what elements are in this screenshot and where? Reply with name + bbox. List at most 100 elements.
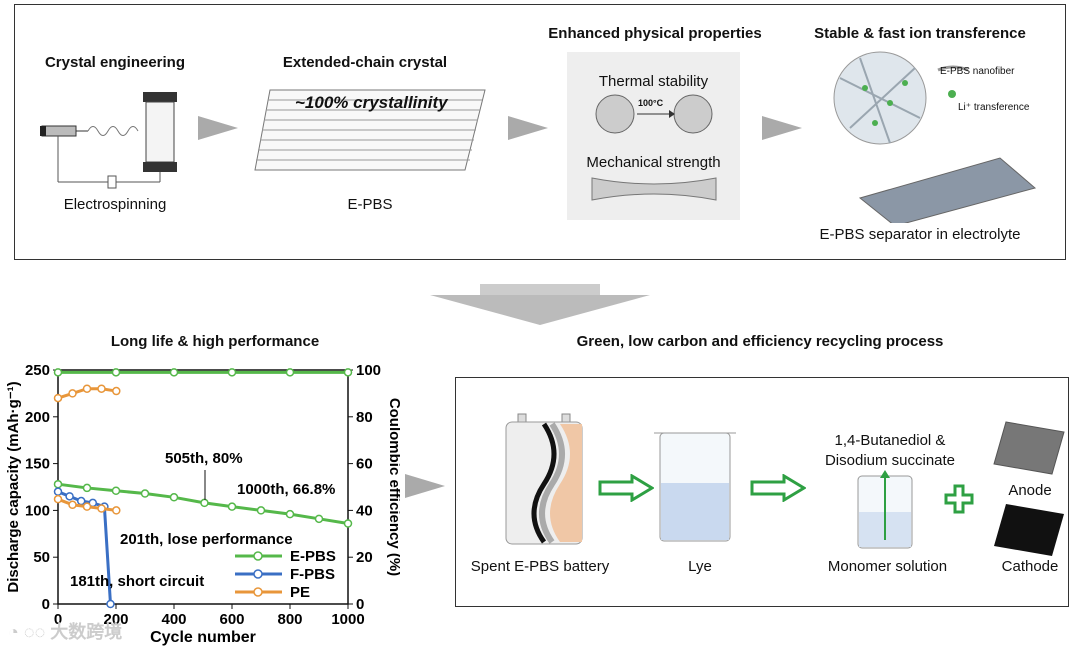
y-tick-label: 250 [25,362,50,379]
x-axis-label: Cycle number [150,629,256,646]
data-point [82,483,92,493]
spent-battery-illustration [505,413,583,545]
watermark-icon: ◔ ◌◌ [8,622,51,642]
anode-illustration [993,421,1065,475]
annotation: 181th, short circuit [70,573,204,590]
y2-tick-label: 100 [356,362,381,379]
data-point [227,502,237,511]
long-life-title: Long life & high performance [110,333,320,350]
gray-arrow-3 [762,116,802,140]
legend-marker [253,569,263,579]
thermal-stability-label: Thermal stability [598,73,709,90]
y2-axis-label: Coulombic efficiency (%) [386,398,400,576]
temperature-label: 100°C [638,98,664,108]
y-tick-label: 0 [42,596,50,613]
data-point [285,368,295,377]
extended-chain-title: Extended-chain crystal [282,54,448,71]
data-point [53,393,63,403]
thermal-stability-illustration [595,94,713,134]
data-point [227,368,237,377]
green-arrow-2 [750,474,806,502]
data-point [169,368,179,377]
data-point [169,493,179,502]
crystal-engineering-title: Crystal engineering [44,54,186,71]
y-tick-label: 200 [25,409,50,426]
y2-tick-label: 40 [356,502,373,519]
data-point [97,504,106,513]
y2-tick-label: 0 [356,596,364,613]
data-point [76,496,86,506]
separator-label: E-PBS separator in electrolyte [819,226,1021,243]
data-point [343,519,353,528]
separator-illustration [833,51,1037,223]
legend-label: PE [290,584,310,601]
nanofiber-label: E-PBS nanofiber [940,66,1015,77]
monomer-beaker-illustration [857,470,913,549]
gray-arrow-4 [405,474,445,498]
annotation: 201th, lose performance [120,531,293,548]
legend-marker [253,587,263,597]
mechanical-strength-label: Mechanical strength [586,154,721,171]
lye-beaker-illustration [654,432,736,542]
recycling-title: Green, low carbon and efficiency recycli… [576,333,944,350]
legend-marker [253,551,263,561]
lye-label: Lye [688,558,712,575]
y-tick-label: 50 [33,549,50,566]
enhanced-properties-title: Enhanced physical properties [548,25,762,42]
monomer-label: Monomer solution [827,558,948,575]
annotation: 1000th, 66.8% [237,481,335,498]
mechanical-strength-illustration [591,177,717,201]
data-point [111,486,121,495]
down-arrow-head [430,295,650,325]
data-point [112,506,121,515]
data-point [53,494,63,504]
data-point [68,389,77,398]
watermark-logo: ◔ ◌◌ 大数跨境 [8,618,122,644]
annotation: 505th, 80% [165,450,243,467]
x-tick-label: 1000 [331,611,364,628]
epbs-label: E-PBS [347,196,393,213]
electrospinning-label: Electrospinning [63,196,167,213]
crystallinity-label: ~100% crystallinity [295,93,448,112]
data-point [53,368,63,377]
data-point [53,487,63,496]
x-tick-label: 200 [103,611,128,628]
cathode-label: Cathode [1001,558,1059,575]
y2-tick-label: 80 [356,409,373,426]
data-point [82,384,92,393]
green-arrow-1 [598,474,654,502]
data-point [140,489,150,498]
data-point [285,509,295,519]
data-point [111,368,121,377]
data-point [97,384,106,393]
monomer-title-2: Disodium succinate [824,452,956,469]
electrospinning-illustration [40,92,177,189]
legend-label: E-PBS [290,548,336,565]
watermark-text: 大数跨境 [50,622,123,642]
anode-label: Anode [1008,482,1052,499]
gray-arrow-1 [198,116,238,140]
extended-chain-crystal-illustration [254,89,486,171]
y-axis-label: Discharge capacity (mAh·g⁻¹) [5,381,22,592]
x-tick-label: 400 [161,611,186,628]
spent-battery-label: Spent E-PBS battery [470,558,610,575]
legend-label: F-PBS [290,566,335,583]
data-point [106,599,115,609]
x-tick-label: 600 [219,611,244,628]
cathode-illustration [994,504,1064,556]
y2-tick-label: 20 [356,549,373,566]
monomer-title-1: 1,4-Butanediol & [834,432,946,449]
data-point [314,514,324,524]
li-transference-label: Li⁺ transference [958,102,1030,113]
stable-transference-title: Stable & fast ion transference [814,25,1026,42]
data-point [53,479,63,489]
data-point [256,506,266,515]
gray-arrow-2 [508,116,548,140]
data-point [68,500,77,510]
data-point [200,498,209,508]
y-tick-label: 150 [25,456,50,473]
data-point [65,492,74,501]
data-point [343,368,353,377]
x-tick-label: 0 [54,611,62,628]
